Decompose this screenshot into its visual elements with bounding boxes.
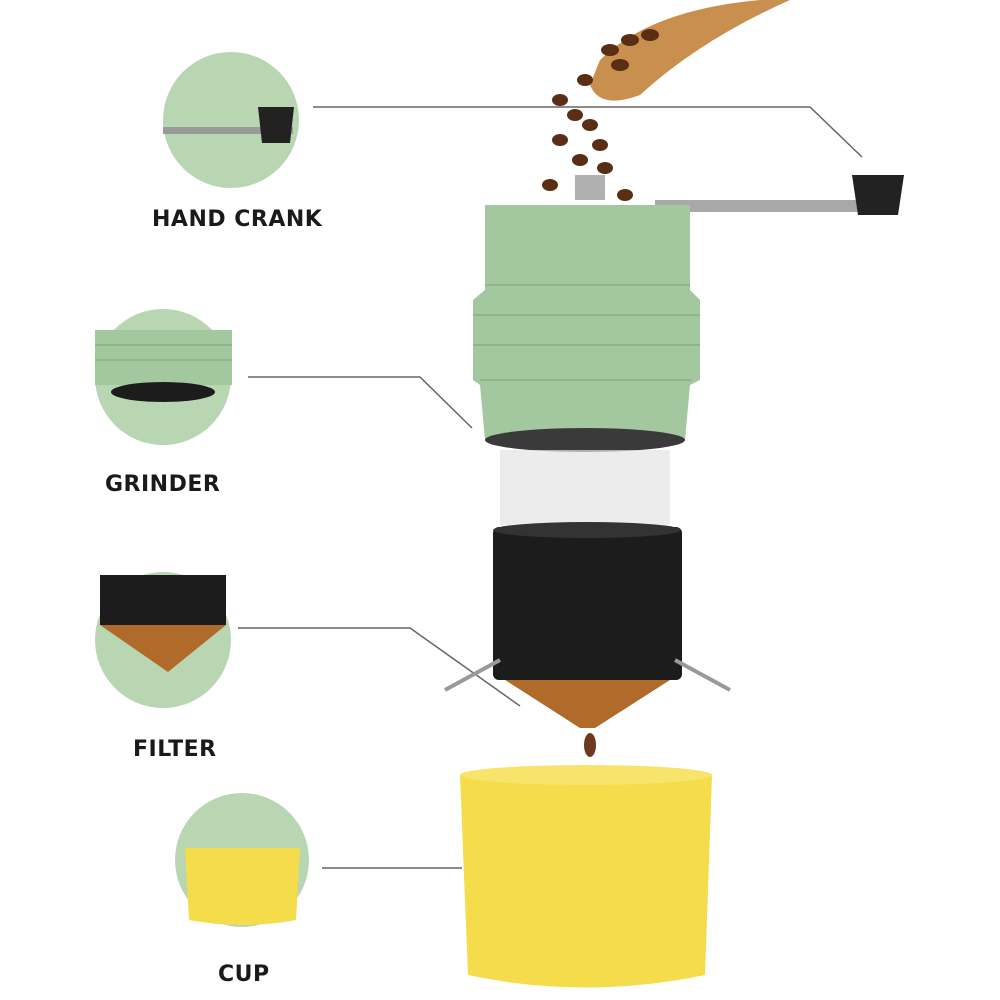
filter-body xyxy=(444,522,731,757)
label-cup: CUP xyxy=(218,962,270,987)
coffee-grounds xyxy=(500,450,670,525)
leader-lines xyxy=(238,106,863,869)
label-grinder: GRINDER xyxy=(105,472,221,497)
leader-line-hand-crank xyxy=(313,106,863,158)
leader-line-filter xyxy=(238,627,521,707)
cup-body xyxy=(460,765,712,988)
grinder-detail-circle xyxy=(95,309,232,445)
leader-line-grinder xyxy=(248,376,473,429)
hand-crank-detail-circle xyxy=(163,52,299,188)
spoon-with-beans xyxy=(542,0,790,201)
label-filter: FILTER xyxy=(133,737,217,762)
cup-detail-circle xyxy=(175,793,309,927)
label-hand-crank: HAND CRANK xyxy=(152,207,323,232)
grinder-body xyxy=(473,205,700,452)
filter-detail-circle xyxy=(95,572,231,708)
hand-crank xyxy=(575,175,904,215)
